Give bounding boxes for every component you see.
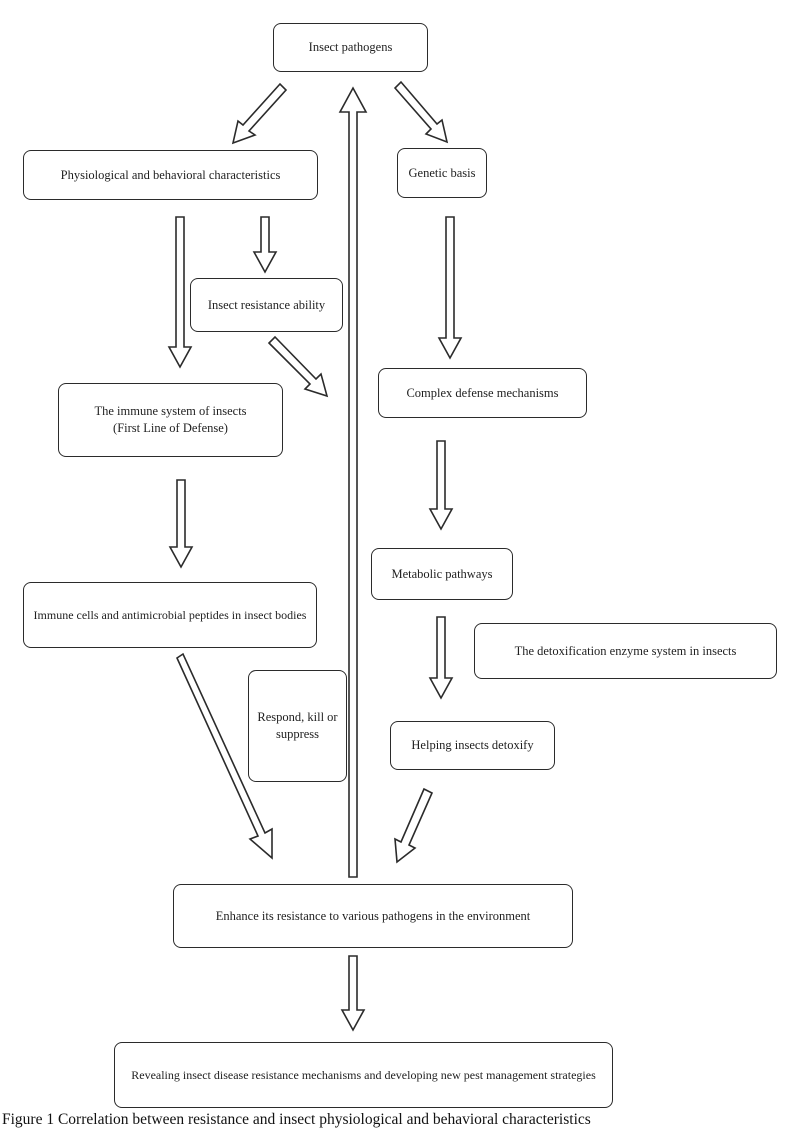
arrow-pathogens-to-genetic-basis — [393, 80, 449, 144]
node-genetic-basis-label: Genetic basis — [408, 165, 476, 180]
node-insect-pathogens: Insect pathogens — [273, 23, 428, 72]
arrow-immune-cells-to-enhance — [175, 652, 273, 860]
node-metabolic-pathways-label: Metabolic pathways — [391, 566, 493, 581]
node-physiological-characteristics: Physiological and behavioral characteris… — [23, 150, 318, 200]
node-immune-system-line2: (First Line of Defense) — [113, 421, 228, 435]
arrow-enhance-to-revealing — [340, 955, 366, 1032]
node-enhance-resistance-label: Enhance its resistance to various pathog… — [215, 908, 531, 923]
node-helping-insects-detoxify-label: Helping insects detoxify — [411, 738, 534, 752]
node-respond-kill-suppress-line2: suppress — [275, 727, 320, 741]
node-revealing-mechanisms: Revealing insect disease resistance mech… — [114, 1042, 613, 1108]
arrow-insect-resistance-diagonal — [267, 335, 329, 398]
node-respond-kill-suppress: Respond, kill or suppress — [248, 670, 347, 782]
node-immune-cells: Immune cells and antimicrobial peptides … — [23, 582, 317, 648]
node-metabolic-pathways: Metabolic pathways — [371, 548, 513, 600]
arrow-complex-defense-to-metabolic — [428, 440, 454, 531]
figure-caption: Figure 1 Correlation between resistance … — [2, 1111, 591, 1128]
node-immune-cells-label: Immune cells and antimicrobial peptides … — [33, 607, 307, 622]
arrow-immune-system-to-immune-cells — [168, 479, 194, 569]
arrow-helping-detoxify-to-enhance — [394, 787, 434, 864]
arrow-genetic-basis-to-complex-defense — [437, 216, 463, 360]
node-complex-defense-mechanisms: Complex defense mechanisms — [378, 368, 587, 418]
node-enhance-resistance: Enhance its resistance to various pathog… — [173, 884, 573, 948]
arrow-pathogens-to-physiological — [231, 82, 288, 145]
node-helping-insects-detoxify: Helping insects detoxify — [390, 721, 555, 770]
node-insect-pathogens-label: Insect pathogens — [308, 40, 393, 54]
node-respond-kill-suppress-line1: Respond, kill or — [257, 710, 338, 724]
arrow-up-center-to-insect-pathogens — [338, 86, 368, 878]
node-immune-system-line1: The immune system of insects — [94, 404, 247, 418]
arrow-physiological-to-insect-resistance — [252, 216, 278, 274]
node-detoxification-enzyme-system: The detoxification enzyme system in inse… — [474, 623, 777, 679]
node-immune-system: The immune system of insects (First Line… — [58, 383, 283, 457]
arrow-metabolic-to-helping-detoxify — [428, 616, 454, 700]
node-revealing-mechanisms-label: Revealing insect disease resistance mech… — [131, 1067, 596, 1082]
node-insect-resistance-ability: Insect resistance ability — [190, 278, 343, 332]
node-detoxification-enzyme-system-label: The detoxification enzyme system in inse… — [514, 643, 737, 658]
arrow-physiological-to-immune-system — [167, 216, 193, 369]
node-physiological-characteristics-label: Physiological and behavioral characteris… — [60, 167, 281, 182]
node-insect-resistance-ability-label: Insect resistance ability — [207, 297, 326, 312]
node-complex-defense-mechanisms-label: Complex defense mechanisms — [406, 385, 559, 400]
node-genetic-basis: Genetic basis — [397, 148, 487, 198]
